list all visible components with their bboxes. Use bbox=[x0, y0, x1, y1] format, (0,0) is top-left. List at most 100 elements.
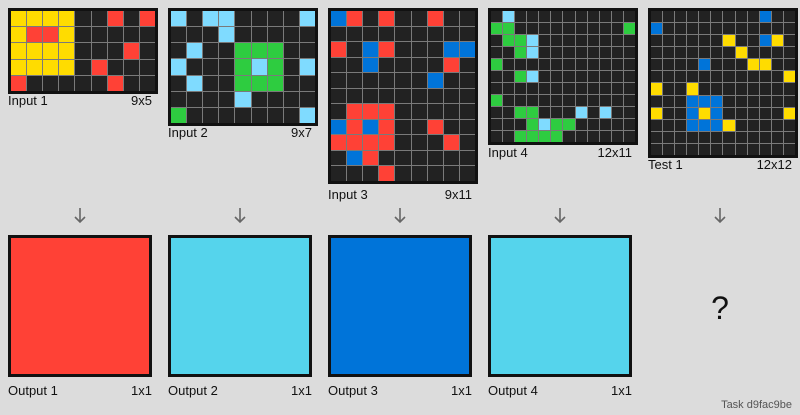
grid-cell bbox=[123, 59, 139, 75]
grid-cell bbox=[443, 88, 459, 104]
input-grid-2 bbox=[168, 8, 318, 126]
grid-cell bbox=[219, 91, 235, 107]
arrow-down-icon bbox=[74, 208, 86, 224]
grid-cell bbox=[539, 23, 551, 34]
grid-cell bbox=[711, 71, 723, 83]
grid-cell bbox=[587, 119, 599, 130]
grid-cell bbox=[491, 107, 503, 118]
grid-cell bbox=[587, 71, 599, 82]
grid-cell bbox=[299, 107, 315, 123]
grid-cell bbox=[59, 59, 75, 75]
grid-cell bbox=[427, 11, 443, 26]
grid-cell bbox=[563, 47, 575, 58]
grid-cell bbox=[783, 47, 795, 59]
grid-cell bbox=[187, 11, 203, 27]
grid-cell bbox=[299, 11, 315, 27]
grid-cell bbox=[651, 47, 663, 59]
output-dims-4: 1x1 bbox=[611, 383, 632, 398]
grid-cell bbox=[675, 143, 687, 155]
grid-cell bbox=[491, 71, 503, 82]
grid-cell bbox=[771, 71, 783, 83]
grid-cell bbox=[379, 119, 395, 135]
grid-cell bbox=[663, 47, 675, 59]
grid-cell bbox=[539, 35, 551, 46]
grid-cell bbox=[283, 107, 299, 123]
grid-cell bbox=[515, 23, 527, 34]
grid-cell bbox=[687, 143, 699, 155]
grid-cell bbox=[759, 59, 771, 71]
grid-cell bbox=[587, 47, 599, 58]
grid-cell bbox=[251, 27, 267, 43]
grid-cell bbox=[735, 83, 747, 95]
grid-cell bbox=[575, 131, 587, 142]
grid-cell bbox=[651, 23, 663, 35]
grid-cell bbox=[123, 43, 139, 59]
grid-cell bbox=[611, 47, 623, 58]
grid-cell bbox=[107, 59, 123, 75]
test-input-grid bbox=[648, 8, 798, 158]
grid-cell bbox=[771, 95, 783, 107]
input-label-1: Input 1 bbox=[8, 93, 48, 108]
grid-cell bbox=[747, 71, 759, 83]
grid-cell bbox=[575, 119, 587, 130]
grid-cell bbox=[747, 59, 759, 71]
grid-cell bbox=[363, 166, 379, 181]
grid-cell bbox=[771, 47, 783, 59]
grid-cell bbox=[443, 57, 459, 73]
grid-cell bbox=[711, 83, 723, 95]
grid-cell bbox=[759, 83, 771, 95]
grid-cell bbox=[735, 119, 747, 131]
grid-cell bbox=[687, 83, 699, 95]
grid-cell bbox=[611, 35, 623, 46]
grid-cell bbox=[459, 73, 475, 88]
grid-cell bbox=[75, 27, 91, 43]
grid-cell bbox=[91, 27, 107, 43]
grid-cell bbox=[539, 107, 551, 118]
grid-cell bbox=[515, 11, 527, 22]
grid-cell bbox=[75, 43, 91, 59]
grid-cell bbox=[427, 166, 443, 181]
grid-cell bbox=[171, 27, 187, 43]
grid-cell bbox=[587, 131, 599, 142]
test-dims: 12x12 bbox=[756, 157, 792, 172]
grid-cell bbox=[503, 119, 515, 130]
grid-cell bbox=[427, 150, 443, 166]
grid-cell bbox=[347, 119, 363, 135]
grid-cell bbox=[711, 119, 723, 131]
grid-cell bbox=[503, 59, 515, 70]
grid-cell bbox=[411, 73, 427, 88]
grid-cell bbox=[587, 11, 599, 22]
grid-cell bbox=[663, 35, 675, 47]
grid-cell bbox=[783, 131, 795, 143]
grid-cell bbox=[363, 42, 379, 57]
grid-cell bbox=[219, 27, 235, 43]
grid-cell bbox=[235, 27, 251, 43]
grid-cell bbox=[43, 59, 59, 75]
grid-cell bbox=[675, 71, 687, 83]
grid-cell bbox=[687, 131, 699, 143]
grid-cell bbox=[539, 59, 551, 70]
grid-cell bbox=[563, 95, 575, 106]
grid-cell bbox=[515, 35, 527, 46]
grid-cell bbox=[267, 11, 283, 27]
grid-cell bbox=[503, 83, 515, 94]
output-cell-4 bbox=[488, 235, 632, 377]
grid-cell bbox=[491, 11, 503, 22]
grid-cell bbox=[699, 23, 711, 35]
grid-cell bbox=[783, 35, 795, 47]
grid-cell bbox=[783, 119, 795, 131]
grid-cell bbox=[43, 27, 59, 43]
grid-cell bbox=[783, 59, 795, 71]
grid-cell bbox=[299, 27, 315, 43]
grid-cell bbox=[663, 59, 675, 71]
input-dims-1: 9x5 bbox=[131, 93, 152, 108]
grid-cell bbox=[735, 59, 747, 71]
grid-cell bbox=[587, 59, 599, 70]
grid-cell bbox=[11, 75, 27, 91]
grid-cell bbox=[611, 59, 623, 70]
grid-cell bbox=[527, 47, 539, 58]
grid-cell bbox=[459, 104, 475, 119]
grid-cell bbox=[563, 11, 575, 22]
grid-cell bbox=[711, 143, 723, 155]
grid-cell bbox=[187, 43, 203, 59]
